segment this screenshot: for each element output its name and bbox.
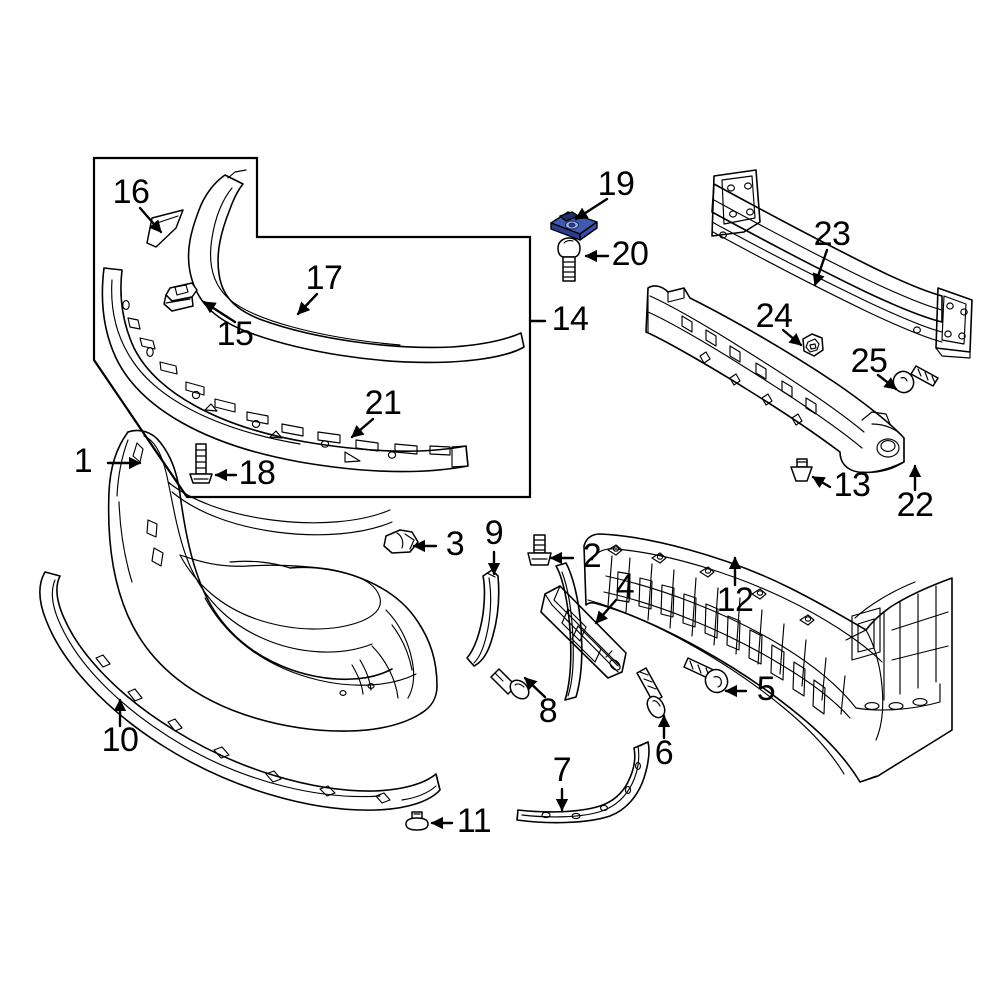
callout-label-4: 4 — [616, 568, 634, 606]
part-10-lower-valance-spoiler — [39, 571, 441, 811]
part-11-push-pin-retainer — [405, 811, 429, 831]
part-2-bolt — [527, 534, 552, 566]
callout-label-25: 25 — [851, 342, 888, 380]
part-22-absorber-side-bracket — [645, 285, 905, 474]
assembly-group-box-14 — [92, 156, 547, 499]
part-17-upper-bumper-molding — [187, 169, 525, 364]
part-3-bumper-bracket-clip — [383, 529, 419, 554]
callout-label-13: 13 — [834, 466, 871, 504]
callout-label-8: 8 — [539, 692, 557, 730]
callout-label-16: 16 — [113, 173, 150, 211]
part-12-bumper-absorber-energy — [555, 533, 953, 783]
part-1-front-bumper-cover — [107, 429, 438, 732]
part-25-bolt — [892, 365, 939, 394]
part-9-side-trim-molding — [466, 569, 500, 667]
part-15-grille-clip — [163, 282, 198, 312]
callout-label-6: 6 — [655, 734, 673, 772]
part-19-bumper-cover-retainer-clip — [550, 211, 598, 241]
callout-leader-lines — [106, 197, 922, 830]
part-8-bolt — [490, 668, 530, 700]
callout-label-10: 10 — [102, 721, 139, 759]
callout-label-23: 23 — [814, 215, 851, 253]
callout-label-15: 15 — [217, 315, 254, 353]
callout-label-5: 5 — [757, 670, 775, 708]
callout-label-12: 12 — [717, 581, 754, 619]
part-23-bumper-impact-bar-reinforcement — [711, 169, 973, 359]
callout-label-22: 22 — [897, 486, 934, 524]
callout-label-14: 14 — [552, 300, 589, 338]
part-6-bolt — [636, 667, 666, 719]
callout-labels: 1 2 3 4 5 6 7 8 9 10 11 12 13 14 15 16 1… — [74, 165, 934, 840]
callout-label-20: 20 — [612, 235, 649, 273]
part-16-side-seal-strip — [146, 209, 184, 248]
callout-label-21: 21 — [365, 384, 402, 422]
callout-label-3: 3 — [446, 525, 464, 563]
part-24-flange-nut — [802, 333, 824, 357]
part-4-impact-sensor-bracket — [540, 585, 627, 679]
callout-label-2: 2 — [583, 537, 601, 575]
callout-label-18: 18 — [239, 454, 276, 492]
callout-label-11: 11 — [457, 802, 491, 840]
part-20-bolt — [557, 237, 581, 282]
callout-label-19: 19 — [598, 165, 635, 203]
part-18-bolt — [189, 443, 213, 484]
part-21-upper-bumper-reinforcement — [101, 267, 469, 473]
callout-label-1: 1 — [74, 442, 92, 480]
callout-label-24: 24 — [756, 297, 793, 335]
part-7-lower-air-deflector-trim — [516, 741, 650, 824]
callout-label-9: 9 — [485, 514, 503, 552]
callout-label-7: 7 — [553, 751, 571, 789]
callout-label-17: 17 — [306, 259, 343, 297]
part-13-push-pin-retainer — [790, 458, 813, 482]
part-5-bolt — [683, 657, 729, 694]
